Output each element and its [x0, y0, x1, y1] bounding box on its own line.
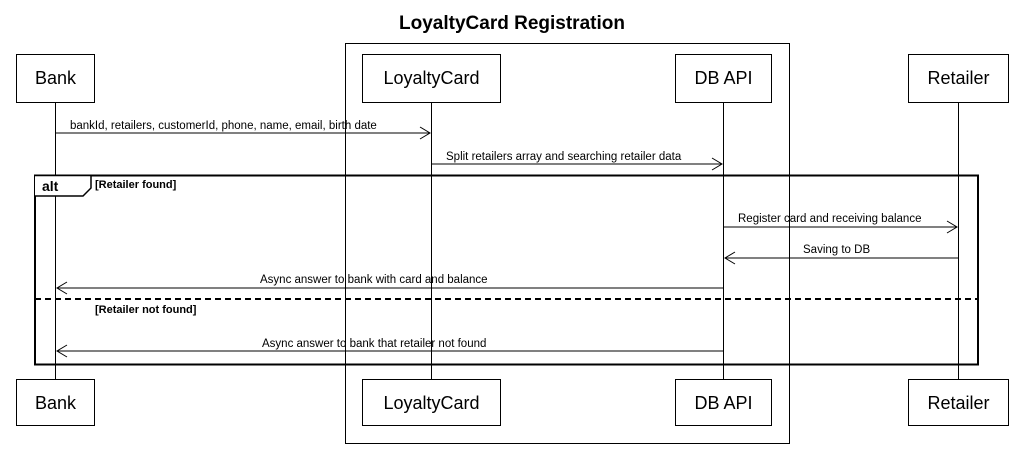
participant-label: Retailer: [927, 68, 989, 88]
message-4: Saving to DB: [724, 244, 959, 265]
diagram-title: LoyaltyCard Registration: [399, 13, 625, 34]
participant-bank-bottom: Bank: [16, 379, 95, 426]
participant-label: DB API: [694, 68, 752, 88]
message-3: Register card and receiving balance: [723, 213, 958, 234]
alt-condition-not-found: [Retailer not found]: [95, 304, 197, 316]
message-2: Split retailers array and searching reta…: [431, 151, 723, 171]
alt-condition-found: [Retailer found]: [95, 179, 177, 191]
system-boundary: [345, 43, 790, 444]
participant-retailer-bottom: Retailer: [908, 379, 1009, 426]
alt-fragment: alt [Retailer found] [Retailer not found…: [34, 174, 979, 366]
message-5: Async answer to bank with card and balan…: [56, 274, 724, 295]
participant-label: Retailer: [927, 393, 989, 413]
message-label: Async answer to bank that retailer not f…: [262, 338, 486, 350]
participant-loyaltycard-top: LoyaltyCard: [362, 54, 501, 103]
participant-label: Bank: [35, 68, 77, 88]
participant-dbapi-bottom: DB API: [675, 379, 772, 426]
message-label: Split retailers array and searching reta…: [446, 151, 682, 163]
participant-label: LoyaltyCard: [383, 68, 479, 88]
participant-retailer-top: Retailer: [908, 54, 1009, 103]
message-1: bankId, retailers, customerId, phone, na…: [55, 120, 431, 140]
participant-label: LoyaltyCard: [383, 393, 479, 413]
message-6: Async answer to bank that retailer not f…: [56, 338, 724, 358]
participant-label: DB API: [694, 393, 752, 413]
participant-label: Bank: [35, 393, 77, 413]
message-label: Register card and receiving balance: [738, 213, 921, 225]
participant-loyaltycard-bottom: LoyaltyCard: [362, 379, 501, 426]
participant-bank-top: Bank: [16, 54, 95, 103]
message-label: bankId, retailers, customerId, phone, na…: [70, 120, 377, 132]
alt-operator-label: alt: [42, 178, 59, 194]
message-label: Saving to DB: [803, 244, 870, 256]
alt-operator-tab: [35, 174, 92, 197]
participant-dbapi-top: DB API: [675, 54, 772, 103]
message-label: Async answer to bank with card and balan…: [260, 274, 488, 286]
